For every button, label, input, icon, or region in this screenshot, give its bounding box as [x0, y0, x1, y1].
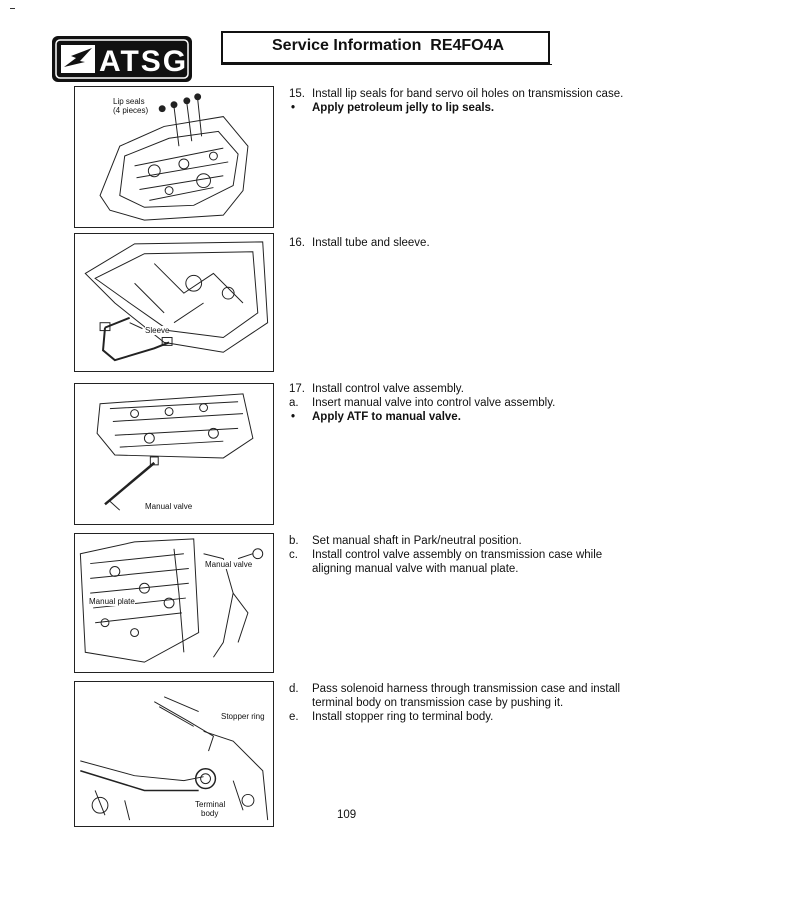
corner-mark	[10, 8, 15, 9]
title-label: Service Information	[272, 37, 422, 54]
manual-valve-label-2: Manual valve	[205, 560, 253, 569]
title-model: RE4FO4A	[430, 37, 505, 54]
steps-d-e: d.Pass solenoid harness through transmis…	[289, 683, 621, 723]
lip-seals-label: Lip seals (4 pieces)	[113, 97, 149, 115]
manual-plate-label: Manual plate	[89, 597, 135, 606]
atsg-logo: ATSG	[52, 36, 192, 82]
page-title: Service Information RE4FO4A	[272, 37, 504, 55]
stopper-ring-label: Stopper ring	[221, 712, 265, 721]
title-rule	[221, 64, 552, 65]
manual-valve-illustration	[96, 393, 254, 511]
sleeve-label: Sleeve	[145, 326, 170, 335]
figure-stopper-ring: Stopper ring Terminal body	[74, 681, 274, 827]
lip-seals-illustration	[99, 93, 249, 221]
terminal-body-label: Terminal body	[195, 800, 226, 818]
step-16: 16.Install tube and sleeve.	[289, 237, 430, 249]
steps-b-c: b.Set manual shaft in Park/neutral posit…	[289, 535, 603, 575]
tube-sleeve-illustration	[84, 241, 269, 362]
logo-text: ATSG	[99, 45, 188, 78]
manual-plate-illustration	[79, 538, 264, 663]
page-number: 109	[337, 809, 357, 821]
figure-lip-seals: Lip seals (4 pieces)	[74, 86, 274, 228]
stopper-ring-illustration	[80, 696, 269, 821]
step-17: 17.Install control valve assembly. a.Ins…	[289, 383, 556, 423]
step-15: 15.Install lip seals for band servo oil …	[289, 88, 624, 114]
figure-manual-valve: Manual valve	[74, 383, 274, 525]
manual-valve-label: Manual valve	[145, 502, 193, 511]
title-box	[221, 31, 550, 64]
figure-manual-plate: Manual valve Manual plate	[74, 533, 274, 673]
figure-tube-sleeve: Sleeve	[74, 233, 274, 372]
